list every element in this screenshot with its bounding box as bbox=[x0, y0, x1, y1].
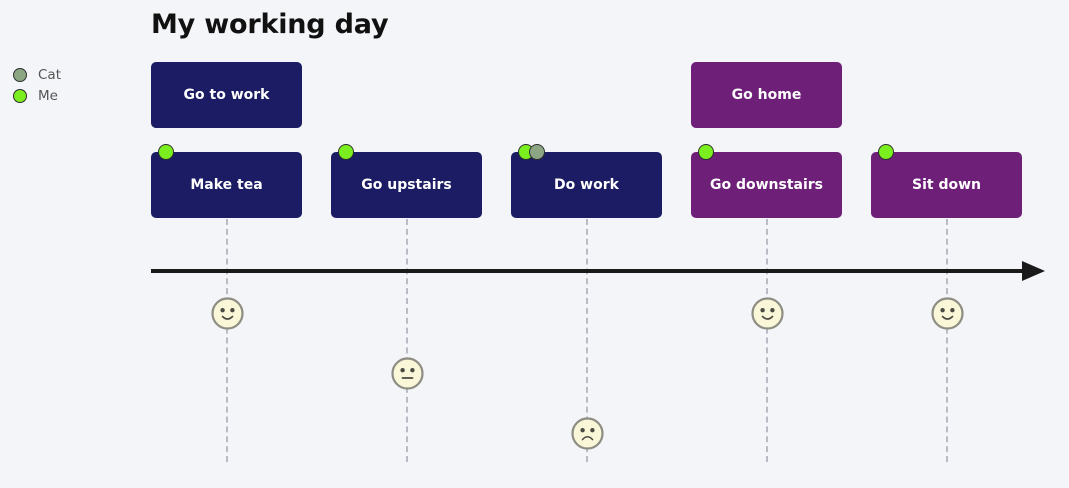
guide-line-3 bbox=[586, 219, 588, 462]
mood-face-happy-icon bbox=[930, 296, 964, 330]
legend-swatch-icon bbox=[13, 88, 27, 103]
task-box-go-home[interactable]: Go home bbox=[691, 62, 842, 128]
actor-marker-me bbox=[698, 144, 714, 160]
guide-line-4 bbox=[766, 219, 768, 462]
task-box-go-upstairs[interactable]: Go upstairs bbox=[331, 152, 482, 218]
task-box-go-downstairs[interactable]: Go downstairs bbox=[691, 152, 842, 218]
task-box-label: Do work bbox=[554, 176, 619, 193]
mood-face-sad-icon bbox=[570, 416, 604, 450]
mood-face-neutral-icon bbox=[390, 356, 424, 390]
legend-item-label: Me bbox=[38, 87, 58, 104]
task-box-go-to-work[interactable]: Go to work bbox=[151, 62, 302, 128]
mood-face-happy-icon bbox=[210, 296, 244, 330]
task-box-label: Go upstairs bbox=[361, 176, 452, 193]
actor-marker-me bbox=[158, 144, 174, 160]
task-box-label: Make tea bbox=[190, 176, 263, 193]
guide-line-1 bbox=[226, 219, 228, 462]
legend-item-label: Cat bbox=[38, 66, 61, 83]
legend-item-cat[interactable]: Cat bbox=[13, 64, 133, 85]
guide-line-2 bbox=[406, 219, 408, 462]
page-title: My working day bbox=[151, 9, 389, 40]
task-box-sit-down[interactable]: Sit down bbox=[871, 152, 1022, 218]
legend-swatch-icon bbox=[13, 67, 27, 82]
timeline-axis-line bbox=[151, 269, 1026, 273]
task-box-label: Sit down bbox=[912, 176, 981, 193]
task-box-label: Go to work bbox=[183, 86, 270, 103]
task-box-make-tea[interactable]: Make tea bbox=[151, 152, 302, 218]
actor-marker-me bbox=[338, 144, 354, 160]
task-box-label: Go home bbox=[731, 86, 802, 103]
task-box-label: Go downstairs bbox=[709, 176, 824, 193]
task-box-do-work[interactable]: Do work bbox=[511, 152, 662, 218]
timeline-arrow-icon bbox=[1022, 261, 1045, 281]
legend-item-me[interactable]: Me bbox=[13, 85, 133, 106]
guide-line-5 bbox=[946, 219, 948, 462]
actor-marker-cat bbox=[529, 144, 545, 160]
actor-marker-me bbox=[878, 144, 894, 160]
mood-face-happy-icon bbox=[750, 296, 784, 330]
